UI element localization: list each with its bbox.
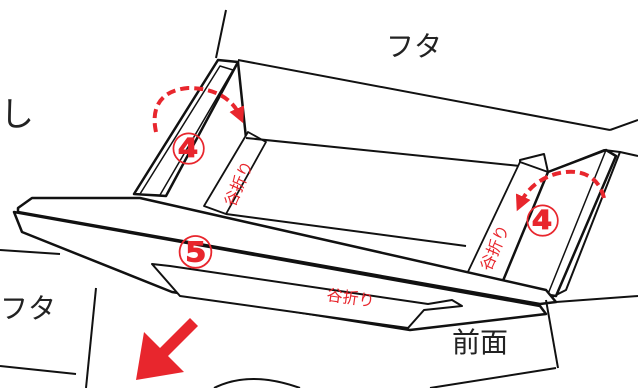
lid-label-left: フタ <box>0 292 56 325</box>
step-4-right: ④ <box>524 196 561 247</box>
outer-frame <box>0 151 638 388</box>
left-flap <box>132 58 267 215</box>
front-label: 前面 <box>452 326 508 359</box>
box-floor <box>225 137 521 247</box>
curved-arrow-icon <box>515 169 606 212</box>
step-4-left: ④ <box>170 124 207 175</box>
lid-label-right: フタ <box>386 30 442 63</box>
cutoff-text: し <box>0 95 34 135</box>
lid-panel <box>215 9 638 131</box>
bottom-tab <box>151 263 463 329</box>
front-flap <box>12 196 558 332</box>
step-5-center: ⑤ <box>176 225 215 279</box>
curved-arrow-icon <box>152 85 245 133</box>
big-arrow-icon <box>136 318 198 380</box>
